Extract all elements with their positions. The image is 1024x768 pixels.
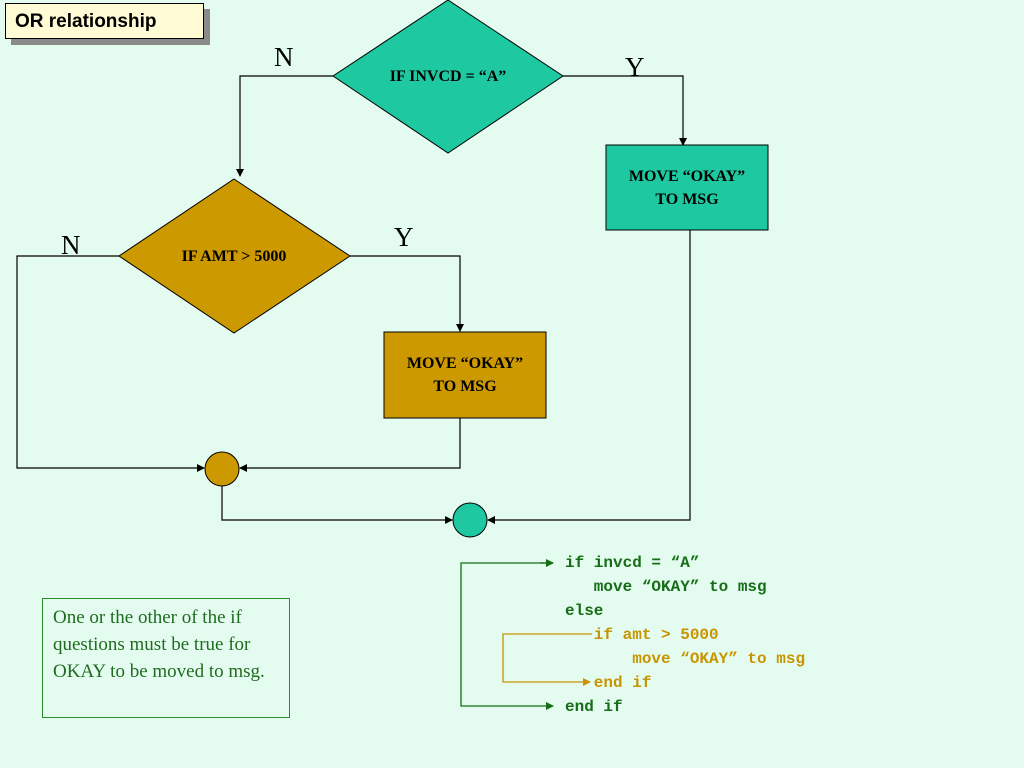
action-2-line1: MOVE “OKAY” <box>406 355 524 372</box>
decision-amt-text: IF AMT > 5000 <box>181 248 287 265</box>
action-2-text: MOVE “OKAY” TO MSG <box>384 352 546 398</box>
decision-amt-no-label: N <box>61 230 81 260</box>
action-2-box <box>383 331 547 419</box>
code-inner-bracket <box>502 633 592 686</box>
code-line-2: move “OKAY” to msg <box>565 578 767 596</box>
code-line-6: end if <box>565 674 652 692</box>
code-line-1: if invcd = “A” <box>565 554 700 572</box>
junction-2 <box>452 502 488 538</box>
action-2-line2: TO MSG <box>433 378 497 395</box>
action-1-line2: TO MSG <box>655 191 719 208</box>
decision-amt-diamond <box>118 178 351 334</box>
action-1-line1: MOVE “OKAY” <box>628 168 746 185</box>
code-line-3: else <box>565 602 604 620</box>
a2-to-junction-connector <box>239 418 461 472</box>
a1-to-j2-connector <box>487 230 691 524</box>
slide-title: OR relationship <box>5 3 204 39</box>
action-1-text: MOVE “OKAY” TO MSG <box>606 165 768 211</box>
explanation-note: One or the other of the if questions mus… <box>42 598 290 718</box>
j1-to-j2-connector <box>221 486 453 524</box>
decision-invcd-diamond <box>332 0 564 154</box>
action-1-box <box>605 144 769 231</box>
d1-no-connector <box>236 75 333 177</box>
junction-1 <box>204 451 240 487</box>
code-line-7: end if <box>565 698 623 716</box>
d2-yes-connector <box>350 255 464 332</box>
d1-yes-connector <box>563 75 687 146</box>
decision-invcd-no-label: N <box>274 42 294 72</box>
d2-no-connector <box>16 255 205 472</box>
code-line-5: move “OKAY” to msg <box>565 650 806 668</box>
decision-amt-yes-label: Y <box>394 222 414 252</box>
decision-invcd-yes-label: Y <box>625 52 645 82</box>
decision-invcd-text: IF INVCD = “A” <box>389 68 507 85</box>
code-line-4: if amt > 5000 <box>565 626 719 644</box>
code-outer-bracket <box>460 562 554 710</box>
